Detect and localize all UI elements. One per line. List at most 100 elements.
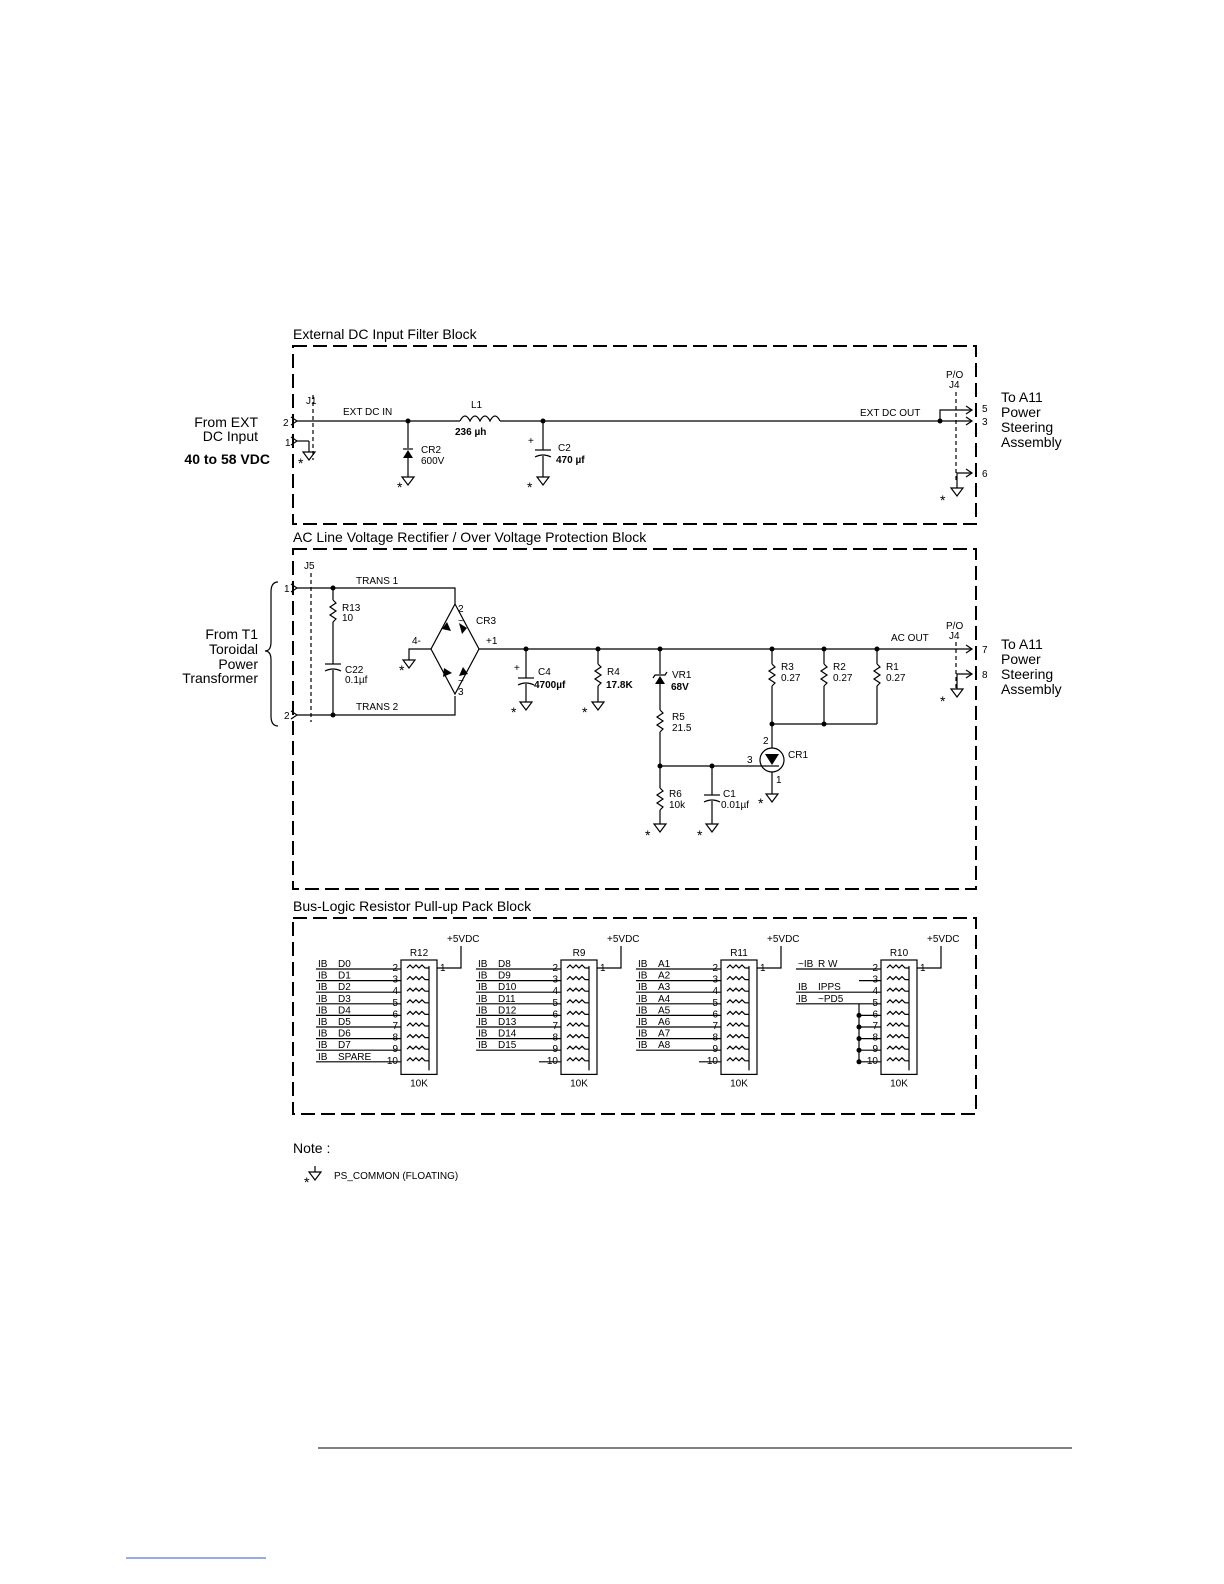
c22-label: C22: [345, 665, 364, 676]
cr2-label: CR2: [421, 445, 441, 456]
pack-value-R10: 10K: [890, 1078, 908, 1089]
note-label: Note :: [293, 1140, 330, 1156]
pack-resistor-R11-8: [726, 1056, 749, 1062]
cr3-gnd-star: *: [399, 662, 405, 678]
signal-prefix-R11-7: IB: [638, 1040, 648, 1051]
signal-name-R9-2: D10: [498, 982, 517, 993]
pack-supply-wire-R11: [757, 946, 782, 969]
c4-plate-bottom: [517, 682, 535, 686]
j4-pin6-arrow: [965, 468, 974, 478]
signal-name-R11-0: A1: [658, 959, 671, 970]
pack-resistor-R9-4: [566, 1010, 589, 1016]
pack-resistor-R10-4: [886, 1010, 909, 1016]
c2-gnd-star: *: [527, 479, 533, 495]
j1-pin1: 1: [285, 438, 291, 449]
cr3-pin3: 3: [458, 687, 464, 698]
pack-name-R9: R9: [573, 948, 586, 959]
pack-pin1-R12: 1: [440, 963, 446, 974]
r10-tie-junction-7: [856, 1047, 862, 1053]
cr3-pin1: +1: [486, 636, 498, 647]
cr3-neg-wire: [408, 648, 431, 660]
signal-name-R12-0: D0: [338, 959, 351, 970]
c22-value: 0.1µf: [345, 675, 368, 686]
j4-pin3: 3: [982, 417, 988, 428]
pack-resistor-R9-3: [566, 998, 589, 1004]
signal-name-R9-4: D12: [498, 1005, 517, 1016]
c1-gnd-star: *: [697, 827, 703, 843]
pack-resistor-R10-2: [886, 987, 909, 993]
to-a11-label-3: Steering: [1001, 419, 1053, 435]
ac-to-a11-label-2: Power: [1001, 651, 1041, 667]
pack-resistor-R12-2: [406, 987, 429, 993]
pack-supply-R10: +5VDC: [927, 934, 960, 945]
l1-label: L1: [471, 400, 483, 411]
signal-name-R11-1: A2: [658, 971, 671, 982]
pack-resistor-R9-8: [566, 1056, 589, 1062]
pack-resistor-R10-6: [886, 1033, 909, 1039]
block-title-bus-logic: Bus-Logic Resistor Pull-up Pack Block: [293, 898, 532, 914]
r13-value: 10: [342, 613, 354, 624]
signal-name-R12-1: D1: [338, 971, 351, 982]
j1-ground-icon: [301, 451, 317, 461]
r3-bottom-junction: [769, 721, 775, 727]
ac-j4-ground-icon: [949, 688, 965, 698]
signal-name-R12-8: SPARE: [338, 1052, 371, 1063]
ac-to-a11-label-4: Assembly: [1001, 681, 1062, 697]
c2-value: 470 µf: [556, 455, 585, 466]
pack-pin1-R10: 1: [920, 963, 926, 974]
r6-label: R6: [669, 789, 682, 800]
j4-pin5-arrow: [965, 405, 974, 415]
cr3-tilde1: ~: [458, 616, 464, 627]
signal-name-R12-4: D4: [338, 1005, 351, 1016]
block-frame-ac-line: [292, 548, 977, 890]
ext-dc-range: 40 to 58 VDC: [184, 451, 270, 467]
pack-name-R11: R11: [730, 948, 748, 959]
pack-name-R10: R10: [890, 948, 909, 959]
pack-resistor-R12-1: [406, 975, 429, 981]
r3-resistor-icon: [767, 663, 777, 687]
note-ground-icon: [307, 1171, 323, 1181]
pack-resistor-R10-5: [886, 1022, 909, 1027]
cr3-diode-4: [443, 668, 452, 677]
r10-tie-junction-8: [856, 1059, 862, 1065]
cr1-pin2: 2: [763, 736, 769, 747]
signal-prefix-R12-7: IB: [318, 1040, 328, 1051]
pack-resistor-R10-3: [886, 998, 909, 1004]
pack-resistor-R11-1: [726, 975, 749, 981]
signal-name-R12-5: D5: [338, 1017, 351, 1028]
c1-plate-bottom: [703, 799, 721, 803]
signal-prefix-R9-6: IB: [478, 1029, 488, 1040]
signal-prefix-R9-2: IB: [478, 982, 488, 993]
c22-plate-bottom: [324, 668, 342, 672]
cr1-ground-icon: [764, 793, 780, 803]
from-t1-label-4: Transformer: [182, 670, 258, 686]
pack-resistor-R11-3: [726, 998, 749, 1004]
cr3-diode-2: [459, 667, 468, 676]
signal-name-R9-6: D14: [498, 1029, 517, 1040]
ac-j4-pin8-arrow: [965, 669, 974, 679]
cr2-gnd-star: *: [397, 479, 403, 495]
j4-pin6: 6: [982, 469, 988, 480]
signal-name-R12-7: D7: [338, 1040, 351, 1051]
c4-plus: +: [514, 663, 520, 674]
signal-prefix-R9-5: IB: [478, 1017, 488, 1028]
signal-prefix-R12-1: IB: [318, 971, 328, 982]
cr3-ground-icon: [401, 659, 417, 669]
j5-pin2: 2: [284, 711, 290, 722]
r3-value: 0.27: [781, 673, 801, 684]
pack-body-R11: [720, 959, 758, 1076]
signal-prefix-R9-7: IB: [478, 1040, 488, 1051]
r6-gnd-star: *: [645, 827, 651, 843]
cr1-pin3: 3: [747, 755, 753, 766]
cr3-bridge-outline: [430, 602, 480, 696]
block-frame-ext-dc: [292, 345, 977, 525]
r6-value: 10k: [669, 800, 686, 811]
cr3-label: CR3: [476, 616, 496, 627]
l1-value: 236 µh: [455, 427, 486, 438]
signal-name-R9-5: D13: [498, 1017, 517, 1028]
signal-name-R9-0: D8: [498, 959, 511, 970]
pack-resistor-R12-4: [406, 1010, 429, 1016]
r5-value: 21.5: [672, 723, 692, 734]
cr2-diode-icon: [403, 450, 413, 458]
